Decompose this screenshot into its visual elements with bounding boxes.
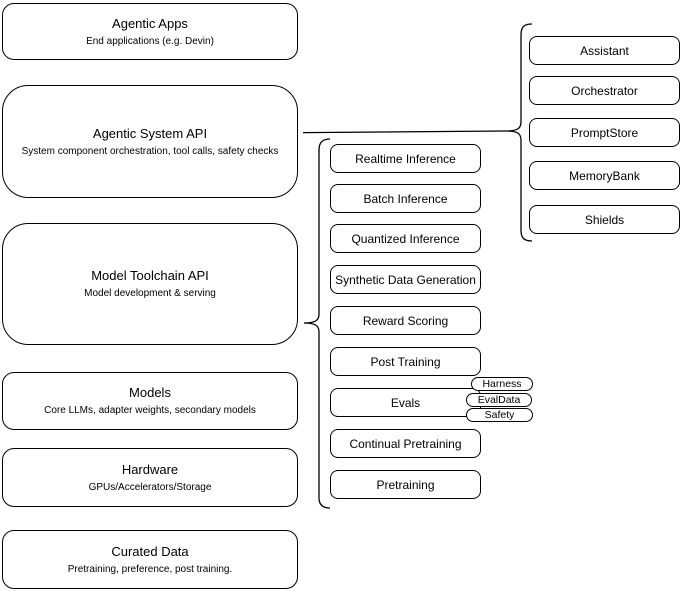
node-memorybank: MemoryBank	[529, 161, 680, 190]
node-batch-inference: Batch Inference	[330, 184, 481, 213]
node-curated-data: Curated Data Pretraining, preference, po…	[2, 530, 298, 589]
node-subtitle: System component orchestration, tool cal…	[21, 145, 279, 157]
tag-safety: Safety	[466, 408, 533, 422]
tag-label: Safety	[484, 408, 515, 421]
node-label: Batch Inference	[363, 191, 448, 206]
node-hardware: Hardware GPUs/Accelerators/Storage	[2, 448, 298, 507]
node-title: Agentic Apps	[112, 15, 188, 31]
node-agentic-apps: Agentic Apps End applications (e.g. Devi…	[2, 3, 298, 60]
node-label: Reward Scoring	[362, 313, 449, 328]
node-title: Hardware	[121, 461, 179, 477]
node-label: Orchestrator	[571, 83, 638, 98]
node-subtitle: Model development & serving	[84, 288, 216, 299]
node-subtitle: GPUs/Accelerators/Storage	[88, 481, 212, 493]
tag-harness: Harness	[471, 377, 533, 391]
node-synthetic-data-generation: Synthetic Data Generation	[330, 265, 481, 294]
tag-evaldata: EvalData	[466, 393, 532, 407]
node-label: Synthetic Data Generation	[335, 272, 476, 287]
tag-label: Harness	[482, 377, 522, 390]
node-label: Evals	[390, 395, 421, 410]
node-assistant: Assistant	[529, 36, 680, 65]
node-realtime-inference: Realtime Inference	[330, 144, 481, 173]
node-evals: Evals	[330, 388, 481, 417]
node-label: Assistant	[580, 43, 629, 58]
node-label: PromptStore	[570, 125, 639, 140]
node-title: Curated Data	[111, 543, 189, 559]
node-label: MemoryBank	[569, 168, 640, 183]
api-connector-line	[302, 130, 507, 134]
node-label: Post Training	[370, 354, 441, 369]
node-reward-scoring: Reward Scoring	[330, 306, 481, 335]
node-shields: Shields	[529, 205, 680, 234]
node-model-toolchain-api: Model Toolchain API Model development & …	[2, 223, 298, 345]
node-agentic-system-api: Agentic System API System component orch…	[2, 85, 298, 198]
node-models: Models Core LLMs, adapter weights, secon…	[2, 372, 298, 430]
node-promptstore: PromptStore	[529, 118, 680, 147]
node-title: Agentic System API	[92, 125, 208, 141]
node-quantized-inference: Quantized Inference	[330, 224, 481, 253]
tag-label: EvalData	[477, 393, 521, 406]
right-brace	[505, 23, 533, 242]
node-title: Model Toolchain API	[91, 268, 209, 283]
node-label: Pretraining	[376, 477, 435, 492]
middle-brace	[303, 138, 331, 509]
node-subtitle: End applications (e.g. Devin)	[86, 35, 214, 47]
node-post-training: Post Training	[330, 347, 481, 376]
node-label: Quantized Inference	[351, 231, 460, 246]
node-label: Shields	[584, 212, 625, 227]
node-subtitle: Pretraining, preference, post training.	[67, 563, 233, 575]
node-label: Continual Pretraining	[349, 436, 462, 451]
node-title: Models	[129, 385, 171, 400]
node-continual-pretraining: Continual Pretraining	[330, 429, 481, 458]
node-subtitle: Core LLMs, adapter weights, secondary mo…	[44, 405, 256, 416]
node-orchestrator: Orchestrator	[529, 76, 680, 105]
node-pretraining: Pretraining	[330, 470, 481, 499]
node-label: Realtime Inference	[355, 151, 456, 166]
